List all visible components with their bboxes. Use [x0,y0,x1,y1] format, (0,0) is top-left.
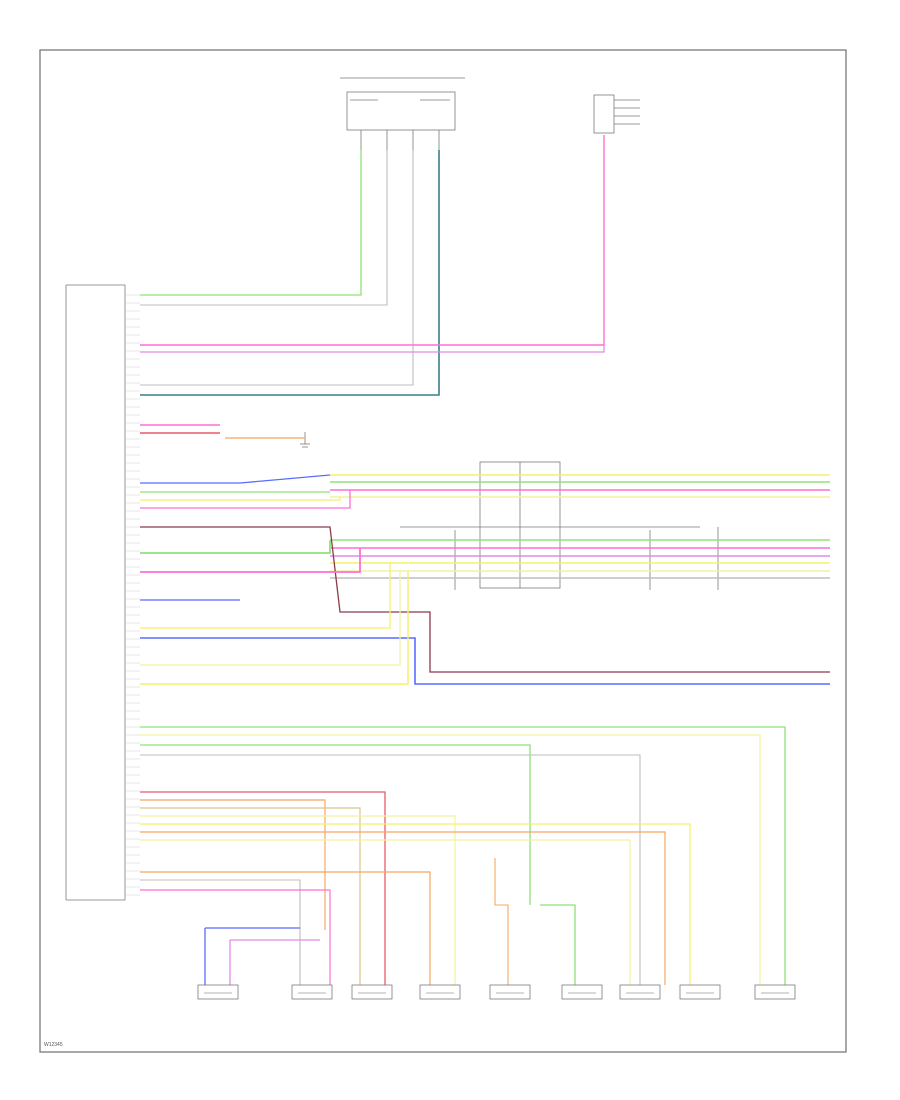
wire-tan-1 [140,807,361,985]
wire-gray-2 [140,150,414,386]
radio-module [65,284,126,901]
wire-pink-1 [140,135,605,346]
speaker-5 [489,984,531,1000]
speaker-7 [619,984,661,1000]
wire-pink-5 [140,889,331,985]
wire-pink-2 [140,345,605,353]
wire-orange-1 [140,799,326,930]
wire-yellow-3 [140,571,409,685]
wire-green-5 [540,904,576,985]
wire-green-3 [140,540,331,554]
wire-green-4 [140,744,531,905]
speaker-9 [754,984,796,1000]
splice-block [400,461,719,590]
diagram-frame [39,49,847,1053]
wire-pink-4 [140,548,361,573]
wire-ly-sub [140,734,761,985]
speaker-group [197,984,796,1000]
wire-ly-3 [140,839,631,985]
top-module-pins [360,130,440,150]
wire-maroon [140,526,830,673]
wire-green-sub [140,726,786,985]
wire-pink-3 [140,490,351,509]
top-right-module [593,94,640,134]
wire-orange-4 [494,858,509,985]
top-module [340,77,465,150]
pin-label-group [125,294,140,896]
wire-blue-3 [140,637,830,685]
wire-ly-2 [140,815,456,985]
wire-orange-2 [140,831,666,985]
wire-green-top [140,150,362,296]
wire-gray-4 [140,754,641,985]
wire-ly-1 [140,571,401,666]
wire-red-1 [140,791,386,985]
speaker-6 [561,984,603,1000]
speaker-2 [291,984,333,1000]
wire-gray-top [140,150,388,306]
ground-symbol [300,432,310,448]
wire-group [140,135,830,985]
speaker-3 [351,984,393,1000]
speaker-8 [679,984,721,1000]
wire-gray-5 [140,879,301,985]
wire-yellow-1 [140,497,341,501]
wire-yellow-4 [140,823,691,985]
wire-blue-1 [140,474,331,484]
speaker-1 [197,984,239,1000]
wire-orange-3 [140,871,431,985]
speaker-4 [419,984,461,1000]
figure-id: W12345 [44,1042,63,1048]
wire-teal [140,150,440,396]
wire-yellow-2 [140,563,391,629]
